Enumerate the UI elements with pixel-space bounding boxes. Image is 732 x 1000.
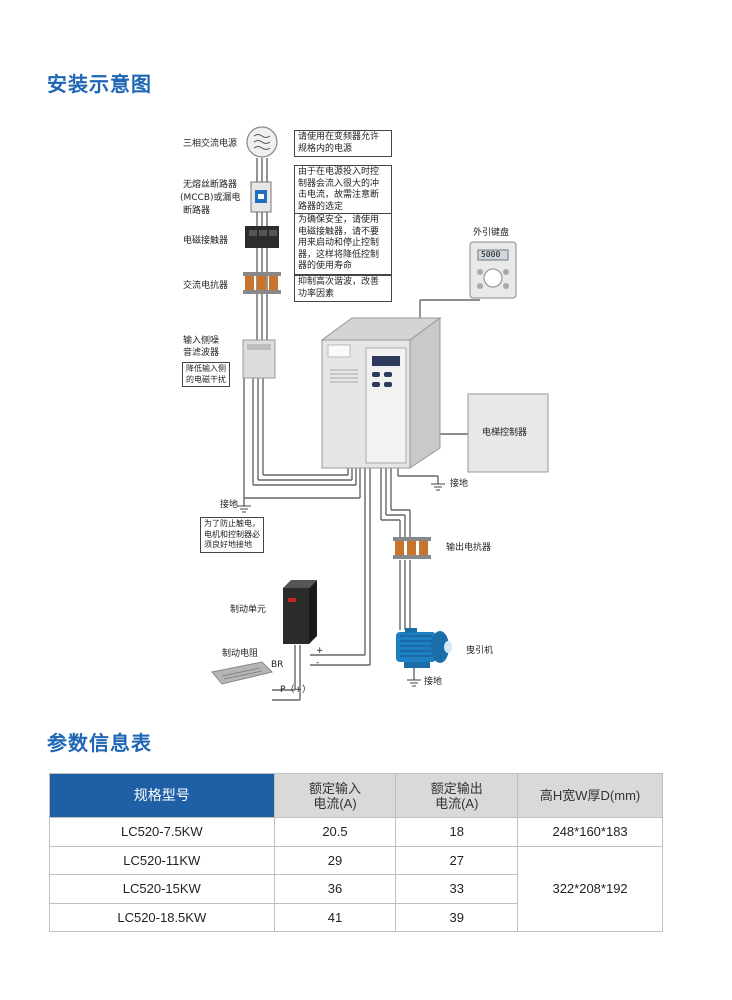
cell-dimensions: 248*160*183 xyxy=(517,817,663,847)
ac-reactor-icon xyxy=(243,272,281,294)
table-row: LC520-7.5KW 20.5 18 248*160*183 xyxy=(49,817,663,847)
cell-input-current: 29 xyxy=(273,845,397,875)
contactor-icon xyxy=(245,226,279,248)
cell-model: LC520-18.5KW xyxy=(49,902,275,932)
reactor-note-line: 抑制高次谐波，改善 xyxy=(298,277,380,287)
ac-reactor-label: 交流电抗器 xyxy=(183,281,229,291)
ground-icon xyxy=(237,483,445,687)
ground-label-input: 接地 xyxy=(220,500,239,510)
power-note: 请使用在变频器允许 规格内的电源 xyxy=(294,130,392,157)
ground-note-line: 为了防止触电， xyxy=(204,519,260,528)
keypad-icon xyxy=(469,241,517,299)
header-output-current: 额定输出电流(A) xyxy=(395,773,519,818)
contactor-note-line: 电磁接触器，请不要 xyxy=(298,226,380,237)
brake-unit-label: 制动单元 xyxy=(230,605,267,615)
header-input-current-line1: 额定输入 xyxy=(308,780,361,796)
ground-note-line: 须良好地接地 xyxy=(204,540,252,549)
filter-note: 降低输入侧 的电磁干扰 xyxy=(182,362,230,387)
installation-diagram: 三相交流电源 无熔丝断路器 (MCCB)或漏电 断路器 电磁接触器 交流电抗器 … xyxy=(180,126,549,701)
power-source-label: 三相交流电源 xyxy=(183,139,238,149)
contactor-note-line: 用来启动和停止控制 xyxy=(298,238,380,248)
contactor-note-line: 器，这样将降低控制 xyxy=(298,249,380,260)
header-dimensions-text: 高H宽W厚D(mm) xyxy=(539,788,641,803)
cell-output-current: 18 xyxy=(395,817,519,847)
power-note-line: 规格内的电源 xyxy=(298,143,353,154)
mccb-label-line3: 断路器 xyxy=(183,206,211,216)
cell-input-current: 36 xyxy=(273,874,397,904)
params-table-title: 参数信息表 xyxy=(47,731,152,755)
ground-label-drive: 接地 xyxy=(450,479,469,489)
traction-motor-icon xyxy=(396,628,452,668)
cell-output-current: 33 xyxy=(395,874,519,904)
keypad-display: 5000 xyxy=(481,250,501,259)
brake-resistor-icon xyxy=(211,661,273,685)
cell-output-current: 27 xyxy=(395,845,519,875)
traction-machine-label: 曳引机 xyxy=(466,646,494,656)
header-output-current-line1: 额定输出 xyxy=(430,780,483,796)
header-input-current: 额定输入电流(A) xyxy=(273,773,397,818)
filter-note-line: 的电磁干扰 xyxy=(186,374,226,384)
install-diagram-title: 安装示意图 xyxy=(47,72,152,96)
ground-note-line: 电机和控制器必 xyxy=(204,529,260,539)
output-reactor-label: 输出电抗器 xyxy=(446,543,492,553)
minus-label: - xyxy=(316,658,320,668)
cell-dimensions: 322*208*192 xyxy=(517,845,663,932)
contactor-note-line: 为确保安全，请使用 xyxy=(298,215,380,225)
header-dimensions: 高H宽W厚D(mm) xyxy=(517,773,663,818)
brake-unit-icon xyxy=(283,580,317,644)
reactor-note-line: 功率因素 xyxy=(298,288,335,299)
cell-model: LC520-11KW xyxy=(49,845,275,875)
output-reactor-icon xyxy=(393,537,431,559)
reactor-note: 抑制高次谐波，改善 功率因素 xyxy=(294,275,392,302)
br-label: BR xyxy=(271,660,284,670)
cell-input-current: 41 xyxy=(273,902,397,932)
mccb-note-line: 由于在电源投入时控 xyxy=(298,167,380,177)
mccb-label-line2: (MCCB)或漏电 xyxy=(180,193,241,203)
table-header-row: 规格型号 额定输入电流(A) 额定输出电流(A) 高H宽W厚D(mm) xyxy=(49,773,663,818)
header-output-current-line2: 电流(A) xyxy=(435,795,479,811)
mccb-label-line1: 无熔丝断路器 xyxy=(183,180,238,190)
ground-label-motor: 接地 xyxy=(424,677,443,687)
elevator-controller-box xyxy=(467,393,549,473)
input-filter-label-line1: 输入侧噪 xyxy=(183,336,220,346)
power-note-line: 请使用在变频器允许 xyxy=(298,132,380,142)
brake-resistor-label: 制动电阻 xyxy=(222,649,259,659)
keypad-label: 外引键盘 xyxy=(473,228,510,238)
cell-output-current: 39 xyxy=(395,902,519,932)
plus-label: + xyxy=(316,646,324,656)
mccb-note: 由于在电源投入时控 制器会流入很大的冲 击电流，故需注意断 路器的选定 xyxy=(294,165,392,215)
cell-model: LC520-7.5KW xyxy=(49,817,275,847)
header-input-current-line2: 电流(A) xyxy=(313,795,357,811)
parameter-table: 规格型号 额定输入电流(A) 额定输出电流(A) 高H宽W厚D(mm) LC52… xyxy=(49,773,663,932)
elevator-controller-label: 电梯控制器 xyxy=(482,428,528,438)
table-row: LC520-18.5KW 41 39 xyxy=(49,902,663,932)
cell-input-current: 20.5 xyxy=(273,817,397,847)
mccb-note-line: 制器会流入很大的冲 xyxy=(298,178,380,189)
drive-unit-icon xyxy=(320,317,442,469)
contactor-label: 电磁接触器 xyxy=(183,236,229,246)
header-model-text: 规格型号 xyxy=(133,787,190,803)
filter-note-line: 降低输入侧 xyxy=(186,364,226,373)
p-plus-label: P（+） xyxy=(280,685,311,695)
contactor-note: 为确保安全，请使用 电磁接触器，请不要 用来启动和停止控制 器，这样将降低控制 … xyxy=(294,213,392,275)
contactor-note-line: 器的使用寿命 xyxy=(298,261,353,271)
power-source-icon xyxy=(246,126,278,158)
input-filter-icon xyxy=(242,339,276,379)
header-model: 规格型号 xyxy=(49,773,275,818)
mccb-icon xyxy=(250,181,272,213)
mccb-note-line: 路器的选定 xyxy=(298,201,344,212)
input-filter-label-line2: 音滤波器 xyxy=(183,348,220,358)
ground-note: 为了防止触电， 电机和控制器必 须良好地接地 xyxy=(200,517,264,553)
diagram-drawing xyxy=(211,126,549,701)
table-row: LC520-11KW 29 27 322*208*192 xyxy=(49,845,663,932)
cell-model: LC520-15KW xyxy=(49,874,275,904)
mccb-note-line: 击电流，故需注意断 xyxy=(298,190,380,200)
